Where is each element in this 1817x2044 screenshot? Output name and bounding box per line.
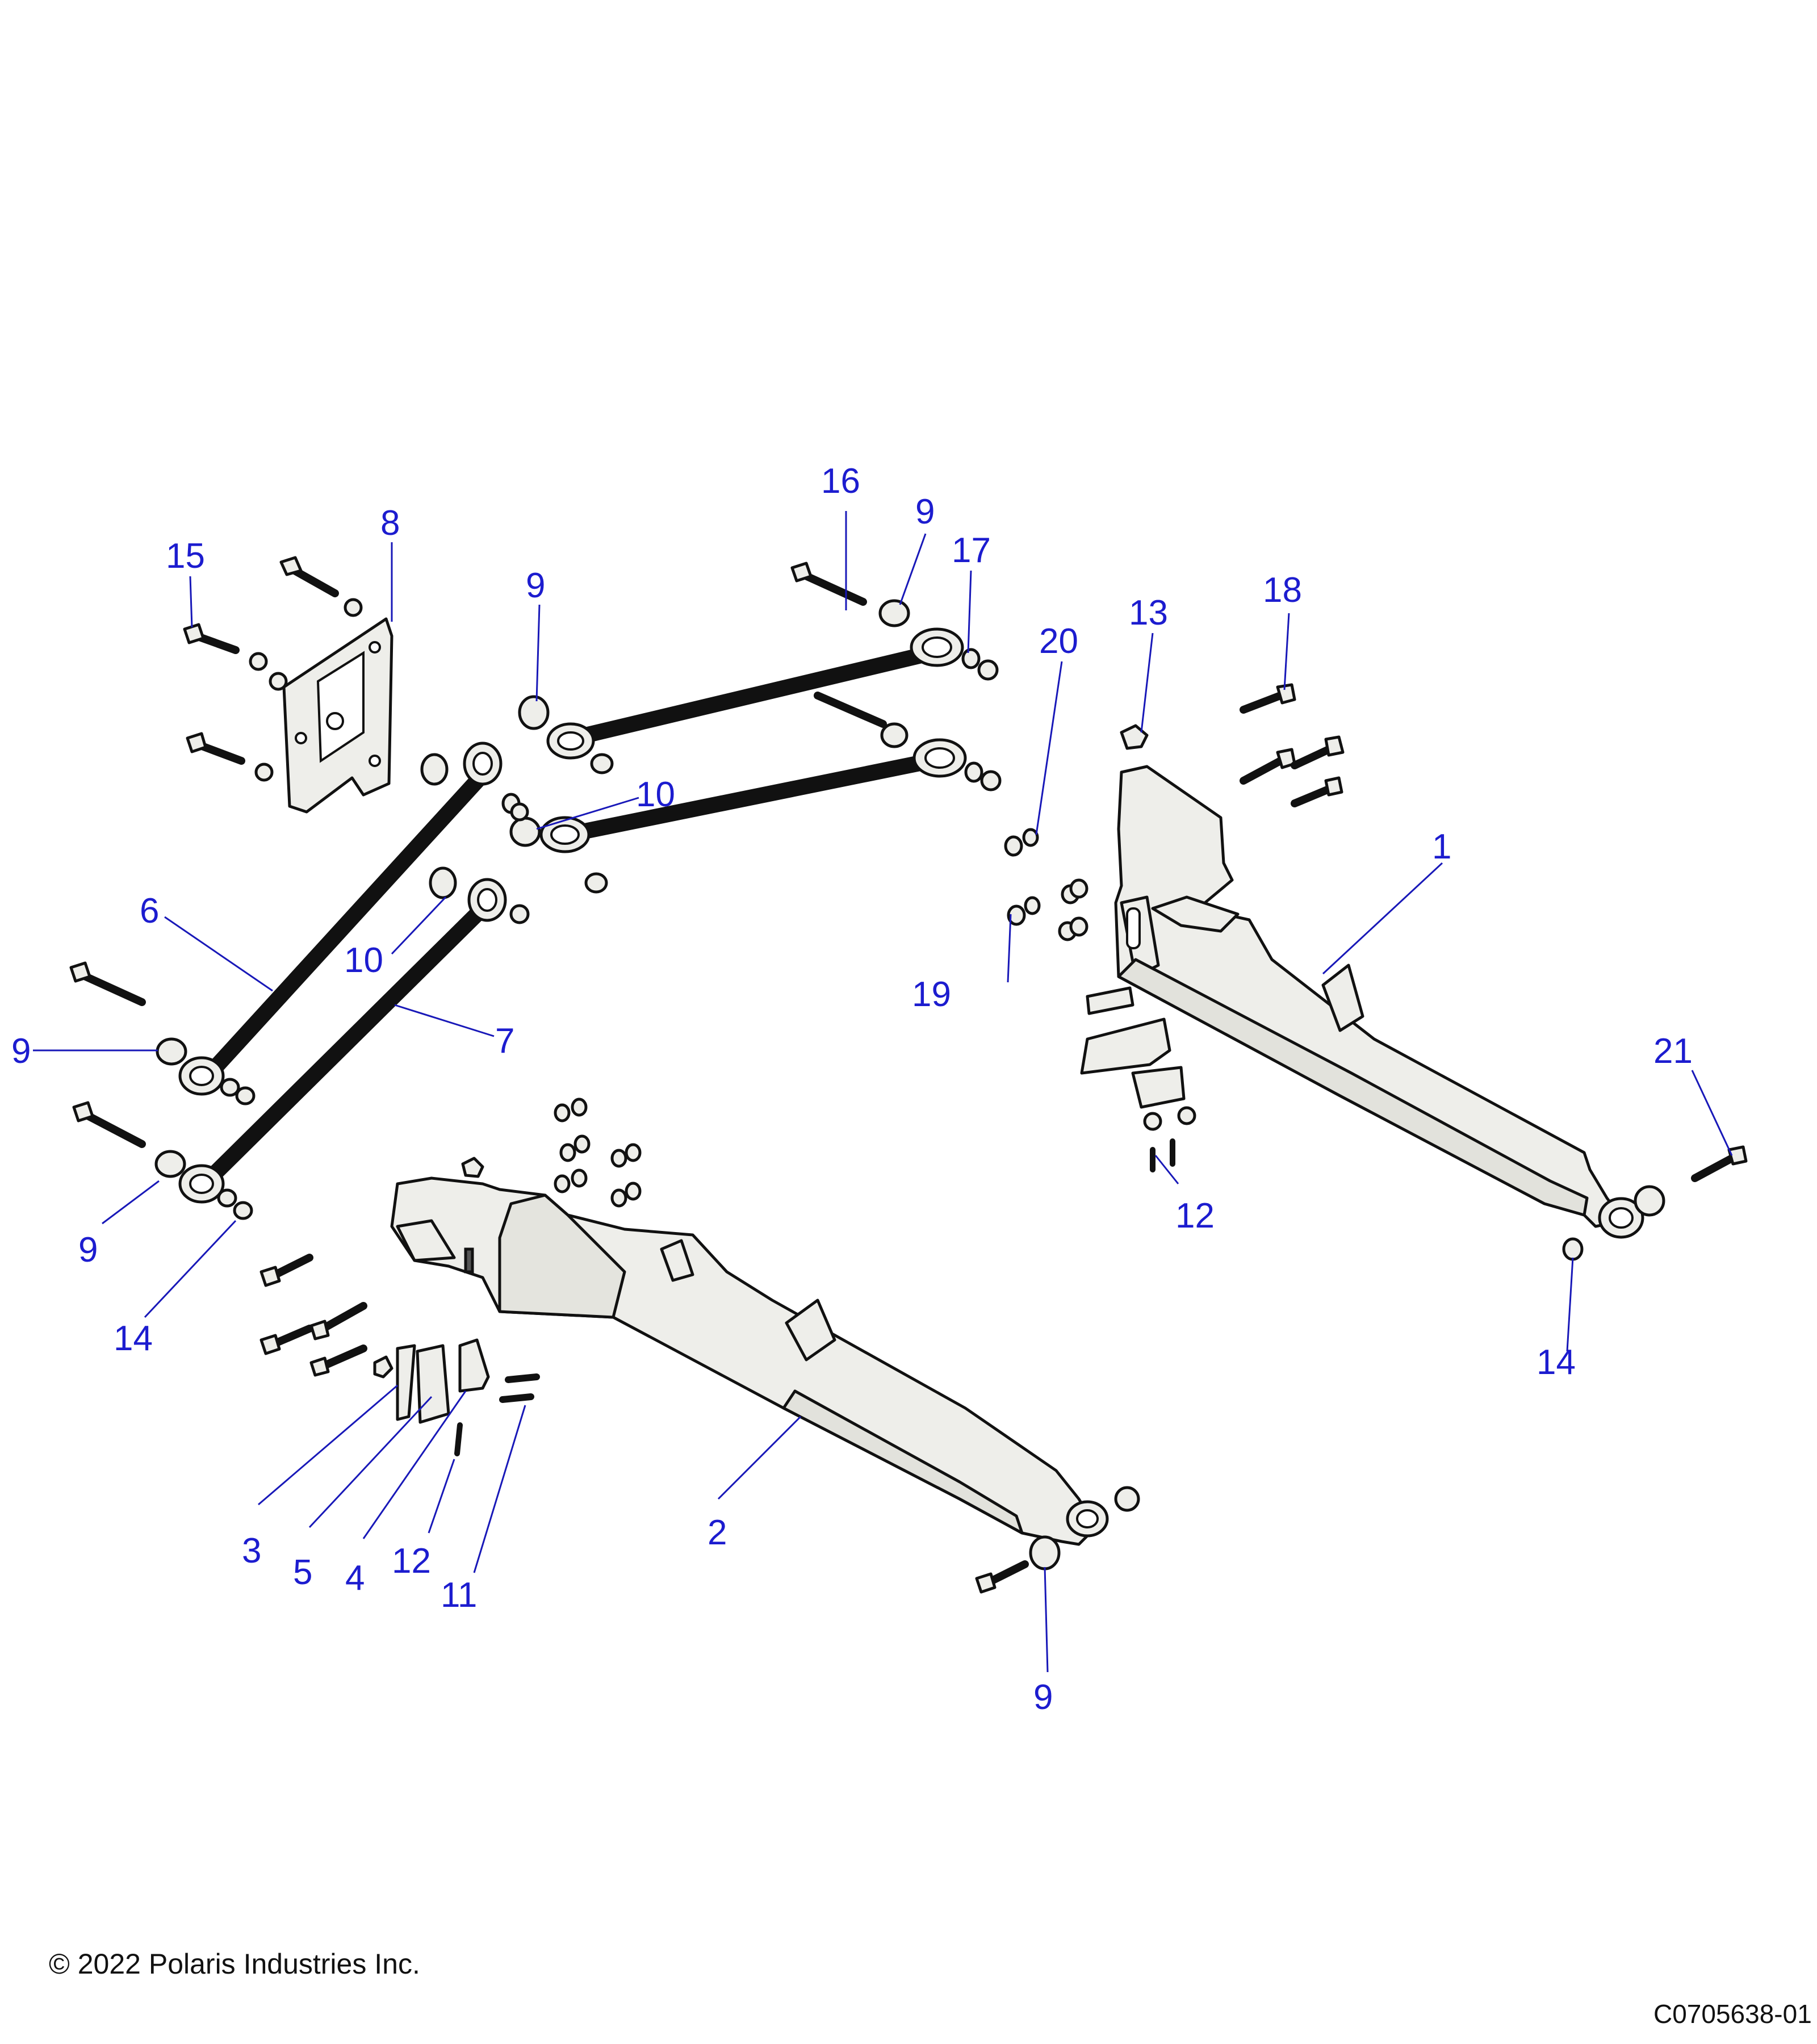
callout-7: 7 <box>495 1021 514 1061</box>
callout-2: 2 <box>707 1513 727 1552</box>
callout-3: 3 <box>242 1531 261 1570</box>
copyright-notice: © 2022 Polaris Industries Inc. <box>49 1948 420 1980</box>
hardware-trailing-arm-2 <box>259 1098 1140 1594</box>
callout-18: 18 <box>1263 571 1302 610</box>
hardware-trailing-arm-1 <box>1004 683 1748 1261</box>
callout-12: 12 <box>1175 1196 1215 1235</box>
trailing-arm-2 <box>390 1176 1109 1546</box>
callout-4: 4 <box>345 1559 365 1598</box>
callout-12: 12 <box>392 1542 431 1581</box>
callout-5: 5 <box>293 1553 312 1592</box>
callout-10: 10 <box>344 941 383 980</box>
callout-8: 8 <box>380 504 400 543</box>
callout-21: 21 <box>1653 1032 1693 1071</box>
upper-control-arm-top <box>518 562 999 774</box>
callout-9: 9 <box>526 566 545 605</box>
callout-9: 9 <box>78 1230 98 1270</box>
callout-15: 15 <box>166 537 205 576</box>
callout-10: 10 <box>636 775 675 814</box>
callout-13: 13 <box>1129 593 1168 633</box>
bolt-15-group <box>183 556 363 782</box>
callout-9: 9 <box>11 1032 31 1071</box>
callout-14: 14 <box>1537 1343 1576 1382</box>
link-arm-7 <box>72 866 530 1220</box>
callout-19: 19 <box>912 975 951 1014</box>
callout-labels: 8 15 16 9 17 9 20 13 18 10 1 6 19 10 9 7… <box>11 462 1693 1717</box>
callout-17: 17 <box>952 531 991 570</box>
callout-6: 6 <box>140 891 159 931</box>
callout-9: 9 <box>1033 1678 1053 1717</box>
callout-14: 14 <box>114 1319 153 1358</box>
figure-id: C0705638-01 <box>1653 1999 1812 2029</box>
callout-11: 11 <box>441 1576 477 1615</box>
trailing-arm-1 <box>1114 765 1644 1239</box>
callout-1: 1 <box>1432 827 1451 866</box>
link-arm-6 <box>69 742 503 1105</box>
leader-lines <box>33 511 1733 1673</box>
callout-9: 9 <box>915 492 935 531</box>
callout-16: 16 <box>821 462 860 501</box>
mounting-bracket-plate <box>282 617 393 814</box>
upper-control-arm-second <box>501 692 1002 894</box>
callout-20: 20 <box>1039 622 1078 661</box>
